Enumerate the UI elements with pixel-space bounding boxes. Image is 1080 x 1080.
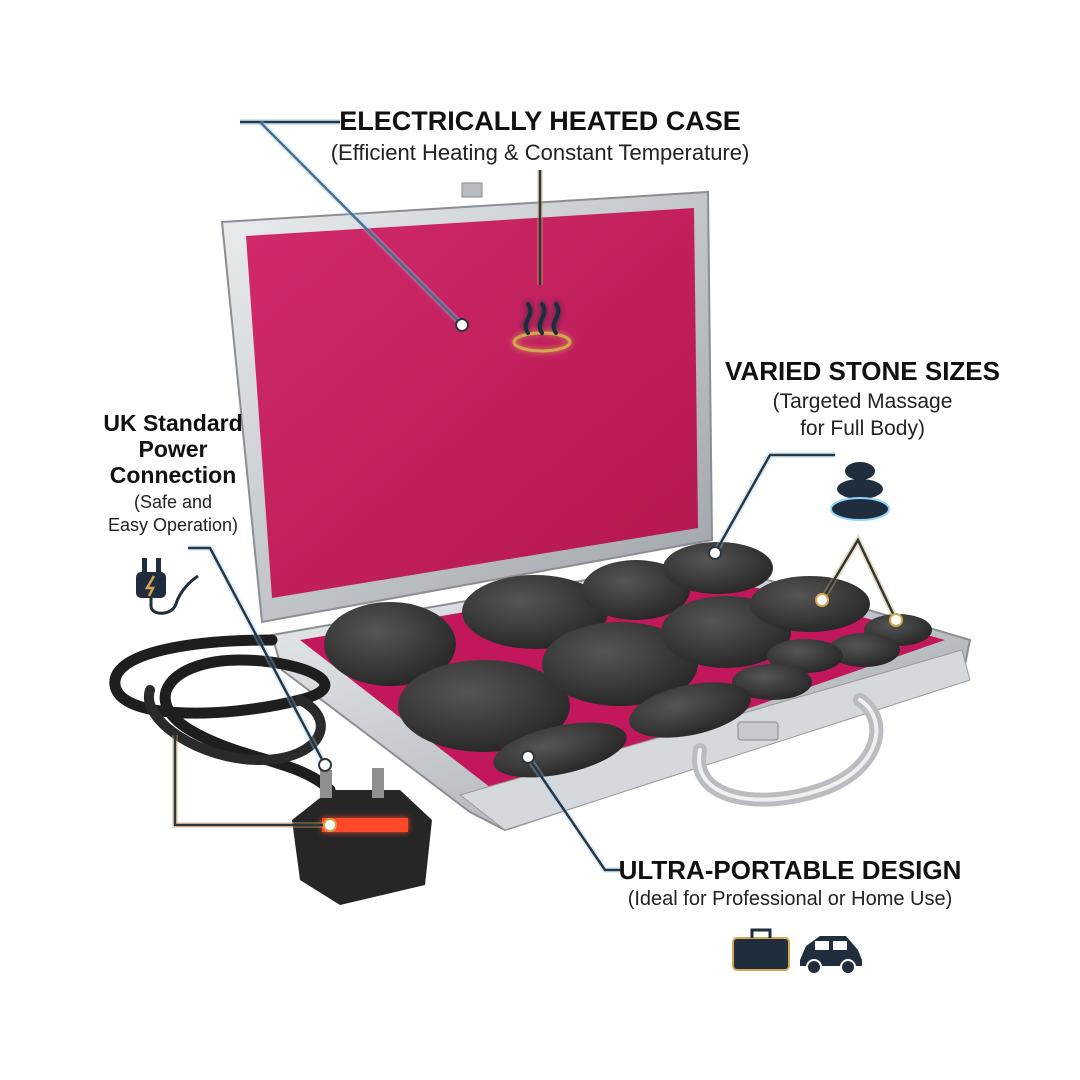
power-subtitle-line2: Easy Operation) (107, 515, 239, 535)
heat-steam-icon (512, 302, 572, 353)
stone-sizes-title: VARIED STONE SIZES (725, 356, 1000, 386)
heated-case-title: ELECTRICALLY HEATED CASE (339, 106, 741, 136)
power-title-line2: Power (138, 436, 208, 462)
portable-title: ULTRA-PORTABLE DESIGN (618, 855, 962, 885)
stone-sizes-subtitle-line2: for Full Body) (800, 417, 925, 440)
plug-pin-right (372, 768, 384, 798)
power-plug-icon (136, 558, 199, 615)
stacked-stones-icon (830, 462, 890, 521)
power-title-line3: Connection (109, 462, 237, 488)
plug-pin-left (320, 770, 332, 798)
heated-case-subtitle: (Efficient Heating & Constant Temperatur… (330, 140, 750, 165)
car-icon (800, 936, 862, 975)
plug-pin-glow (322, 818, 408, 832)
lid-latch (461, 182, 483, 198)
power-title-line1: UK Standard (103, 410, 243, 436)
power-subtitle-line1: (Safe and (133, 492, 213, 512)
lid-lining (246, 208, 698, 598)
plug-body (292, 790, 432, 905)
base-front-edge (458, 649, 971, 831)
portable-subtitle: (Ideal for Professional or Home Use) (627, 888, 953, 910)
briefcase-icon (732, 928, 790, 971)
callout-lines (172, 119, 899, 873)
case-lid (220, 182, 714, 624)
callout-dots (318, 318, 903, 832)
case-lock (737, 721, 779, 741)
stone-sizes-subtitle-line1: (Targeted Massage (772, 390, 953, 413)
